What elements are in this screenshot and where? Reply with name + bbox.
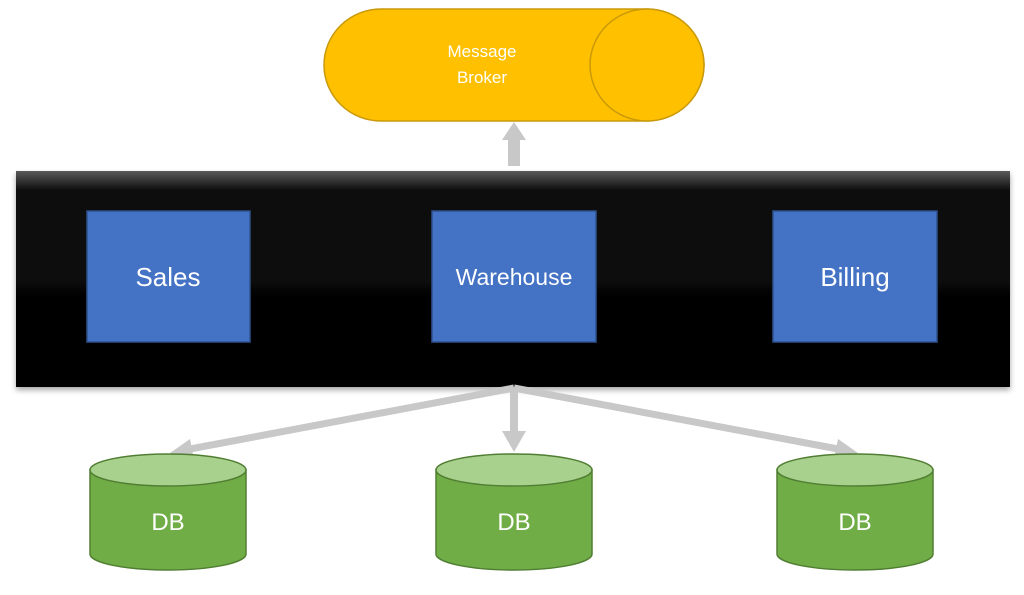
service-sales-label: Sales (135, 262, 200, 292)
arrows-to-databases (170, 384, 858, 459)
service-warehouse: Warehouse (431, 210, 597, 343)
service-sales-box (86, 210, 251, 343)
broker-label-line2: Broker (457, 68, 507, 87)
db-top (89, 453, 247, 487)
arrow-to-broker (502, 122, 526, 166)
database-sales: DB (89, 453, 247, 571)
service-warehouse-box (431, 210, 597, 343)
db-label: DB (151, 509, 184, 536)
db-label: DB (497, 509, 530, 536)
service-billing: Billing (772, 210, 938, 343)
db-body (89, 469, 247, 571)
service-sales: Sales (86, 210, 251, 343)
service-billing-box (772, 210, 938, 343)
broker-end-cap (589, 8, 705, 122)
database-warehouse: DB (435, 453, 593, 571)
broker-label-line1: Message (448, 42, 517, 61)
db-top (435, 453, 593, 487)
message-broker: Message Broker (323, 8, 705, 122)
service-warehouse-label: Warehouse (456, 264, 573, 290)
database-billing: DB (776, 453, 934, 571)
service-billing-label: Billing (820, 262, 889, 292)
db-body (435, 469, 593, 571)
db-body (776, 469, 934, 571)
db-label: DB (838, 509, 871, 536)
db-top (776, 453, 934, 487)
